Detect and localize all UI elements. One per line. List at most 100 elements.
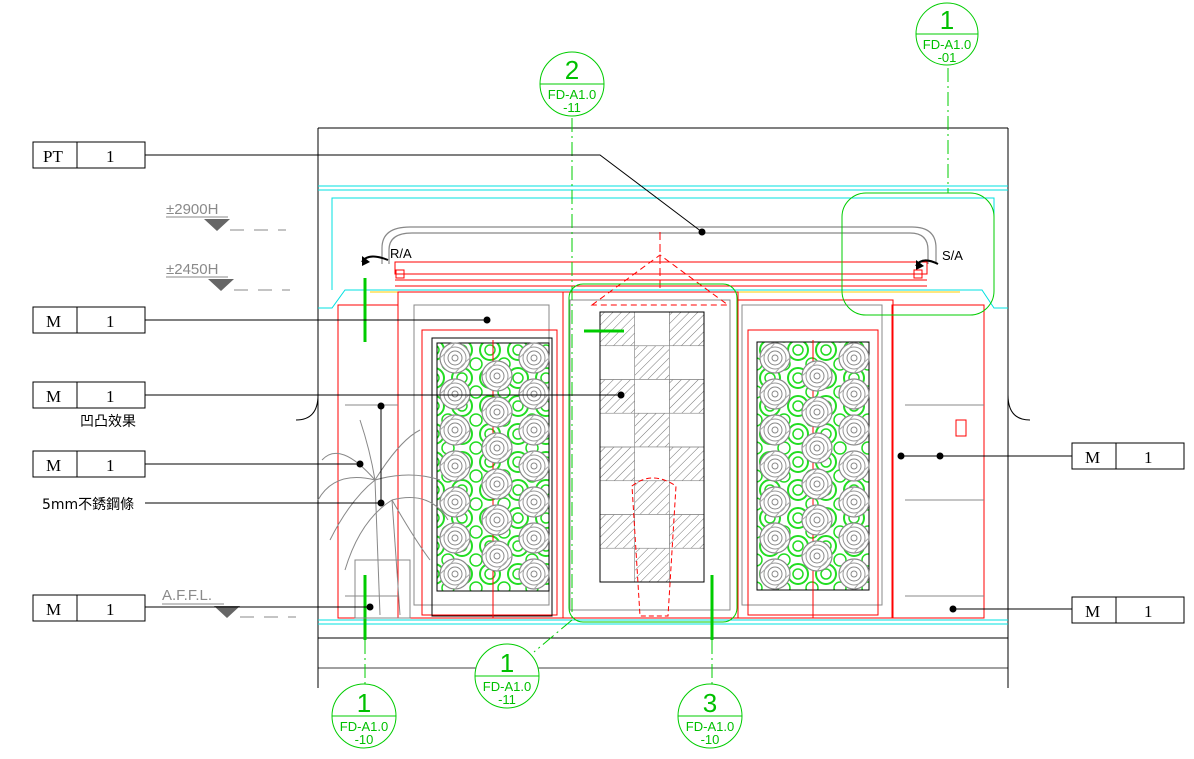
rose-motif <box>801 432 833 464</box>
bubble-bottom-center-num: 1 <box>500 648 514 678</box>
section-bubble-top-right: 1 FD-A1.0 -01 <box>915 2 979 66</box>
sa-label: S/A <box>942 248 963 263</box>
tag-m-left-1-num: 1 <box>106 312 115 331</box>
rose-motif <box>838 342 870 374</box>
checker-tile <box>669 379 705 414</box>
section-lines <box>364 68 949 684</box>
checker-tile <box>634 480 670 515</box>
bubble-bottom-left-ref2: -10 <box>355 732 374 747</box>
checker-tile <box>634 446 670 482</box>
rose-motif <box>439 522 471 554</box>
diffuser-sa: S/A <box>913 248 963 279</box>
bubble-bottom-left-ref1: FD-A1.0 <box>340 719 388 734</box>
checker-tile <box>669 446 705 482</box>
section-bubble-top-center: 2 FD-A1.0 -11 <box>539 51 605 117</box>
bubble-top-right-num: 1 <box>940 5 954 35</box>
checker-tile <box>669 311 705 347</box>
checker-tile <box>599 547 636 583</box>
tag-m-left-4: M 1 <box>32 594 374 622</box>
level-affl-label: A.F.F.L. <box>162 587 212 604</box>
checker-tile <box>599 345 636 380</box>
bubble-bottom-left-num: 1 <box>357 688 371 718</box>
tag-m-left-1: M 1 <box>32 306 491 334</box>
bubble-top-center-ref2: -11 <box>563 100 581 115</box>
bubble-top-center-num: 2 <box>565 55 579 85</box>
tag-m-left-2-code: M <box>46 387 61 406</box>
tag-pt1-num: 1 <box>106 147 115 166</box>
rose-motif <box>801 540 833 572</box>
rose-motif <box>838 378 870 410</box>
rose-motif <box>518 486 550 518</box>
rose-motif <box>801 504 833 536</box>
rose-motif <box>759 522 791 554</box>
tag-pt1: PT 1 <box>32 141 706 236</box>
cornice <box>370 261 960 293</box>
rose-motif <box>801 360 833 392</box>
tag-m-right-1: M 1 <box>897 442 1185 470</box>
rose-motif <box>801 396 833 428</box>
rose-motif <box>759 378 791 410</box>
checker-tile <box>669 514 705 549</box>
rose-motif <box>439 378 471 410</box>
rose-motif <box>481 468 513 500</box>
bubble-bottom-center-ref1: FD-A1.0 <box>483 679 531 694</box>
rose-motif <box>759 558 791 590</box>
checker-tile <box>599 412 636 448</box>
checker-tile <box>599 379 636 414</box>
bubble-bottom-right-ref1: FD-A1.0 <box>686 719 734 734</box>
rose-motif <box>518 522 550 554</box>
checker-tile <box>599 311 636 347</box>
rose-motif <box>838 450 870 482</box>
rose-motif <box>439 342 471 374</box>
tag-m-right-2: M 1 <box>949 596 1185 624</box>
checker-tile <box>634 514 670 549</box>
wall-outline <box>295 127 1031 688</box>
checker-tile <box>669 412 705 448</box>
detail-callout-outlines <box>363 192 995 640</box>
steel-strip-note: 5mm不銹鋼條 <box>42 402 385 513</box>
tag-m-left-3-code: M <box>46 456 61 475</box>
rose-motif <box>518 378 550 410</box>
tag-m-left-4-num: 1 <box>106 600 115 619</box>
rose-motif <box>759 486 791 518</box>
bubble-top-right-ref1: FD-A1.0 <box>923 37 971 52</box>
bubble-bottom-right-ref2: -10 <box>701 732 720 747</box>
checker-tile <box>634 547 670 583</box>
tag-m-left-1-code: M <box>46 312 61 331</box>
rose-motif <box>481 504 513 536</box>
bubble-bottom-center-ref2: -11 <box>498 692 516 707</box>
tag-m-left-4-code: M <box>46 600 61 619</box>
tag-m-left-2: M 1 凹凸效果 <box>32 381 625 430</box>
rose-motif <box>801 468 833 500</box>
checker-tile <box>634 345 670 380</box>
rose-motif <box>518 558 550 590</box>
switch-box <box>955 419 967 437</box>
checker-tile <box>669 345 705 380</box>
level-affl: A.F.F.L. <box>162 587 296 618</box>
emboss-note: 凹凸效果 <box>80 414 136 430</box>
rose-motif <box>838 522 870 554</box>
rose-motif <box>838 558 870 590</box>
checker-tile <box>634 412 670 448</box>
bubble-top-right-ref2: -01 <box>938 50 957 65</box>
bubble-bottom-right-num: 3 <box>703 688 717 718</box>
rose-motif <box>481 432 513 464</box>
tag-m-left-2-num: 1 <box>106 387 115 406</box>
rose-motif <box>838 414 870 446</box>
rose-motif <box>518 450 550 482</box>
left-column <box>337 304 399 619</box>
rose-motif <box>518 342 550 374</box>
rose-motif <box>439 450 471 482</box>
tag-m-right-2-num: 1 <box>1144 602 1153 621</box>
tag-pt1-code: PT <box>43 147 63 166</box>
checker-tile <box>599 480 636 515</box>
tag-m-left-3: M 1 <box>32 450 364 478</box>
diffuser-ra: R/A <box>361 246 412 279</box>
rose-motif <box>838 486 870 518</box>
section-bubble-bottom-right: 3 FD-A1.0 -10 <box>677 683 743 749</box>
rose-motif <box>439 558 471 590</box>
tag-m-right-1-num: 1 <box>1144 448 1153 467</box>
rose-motif <box>439 486 471 518</box>
rose-motif <box>518 414 550 446</box>
